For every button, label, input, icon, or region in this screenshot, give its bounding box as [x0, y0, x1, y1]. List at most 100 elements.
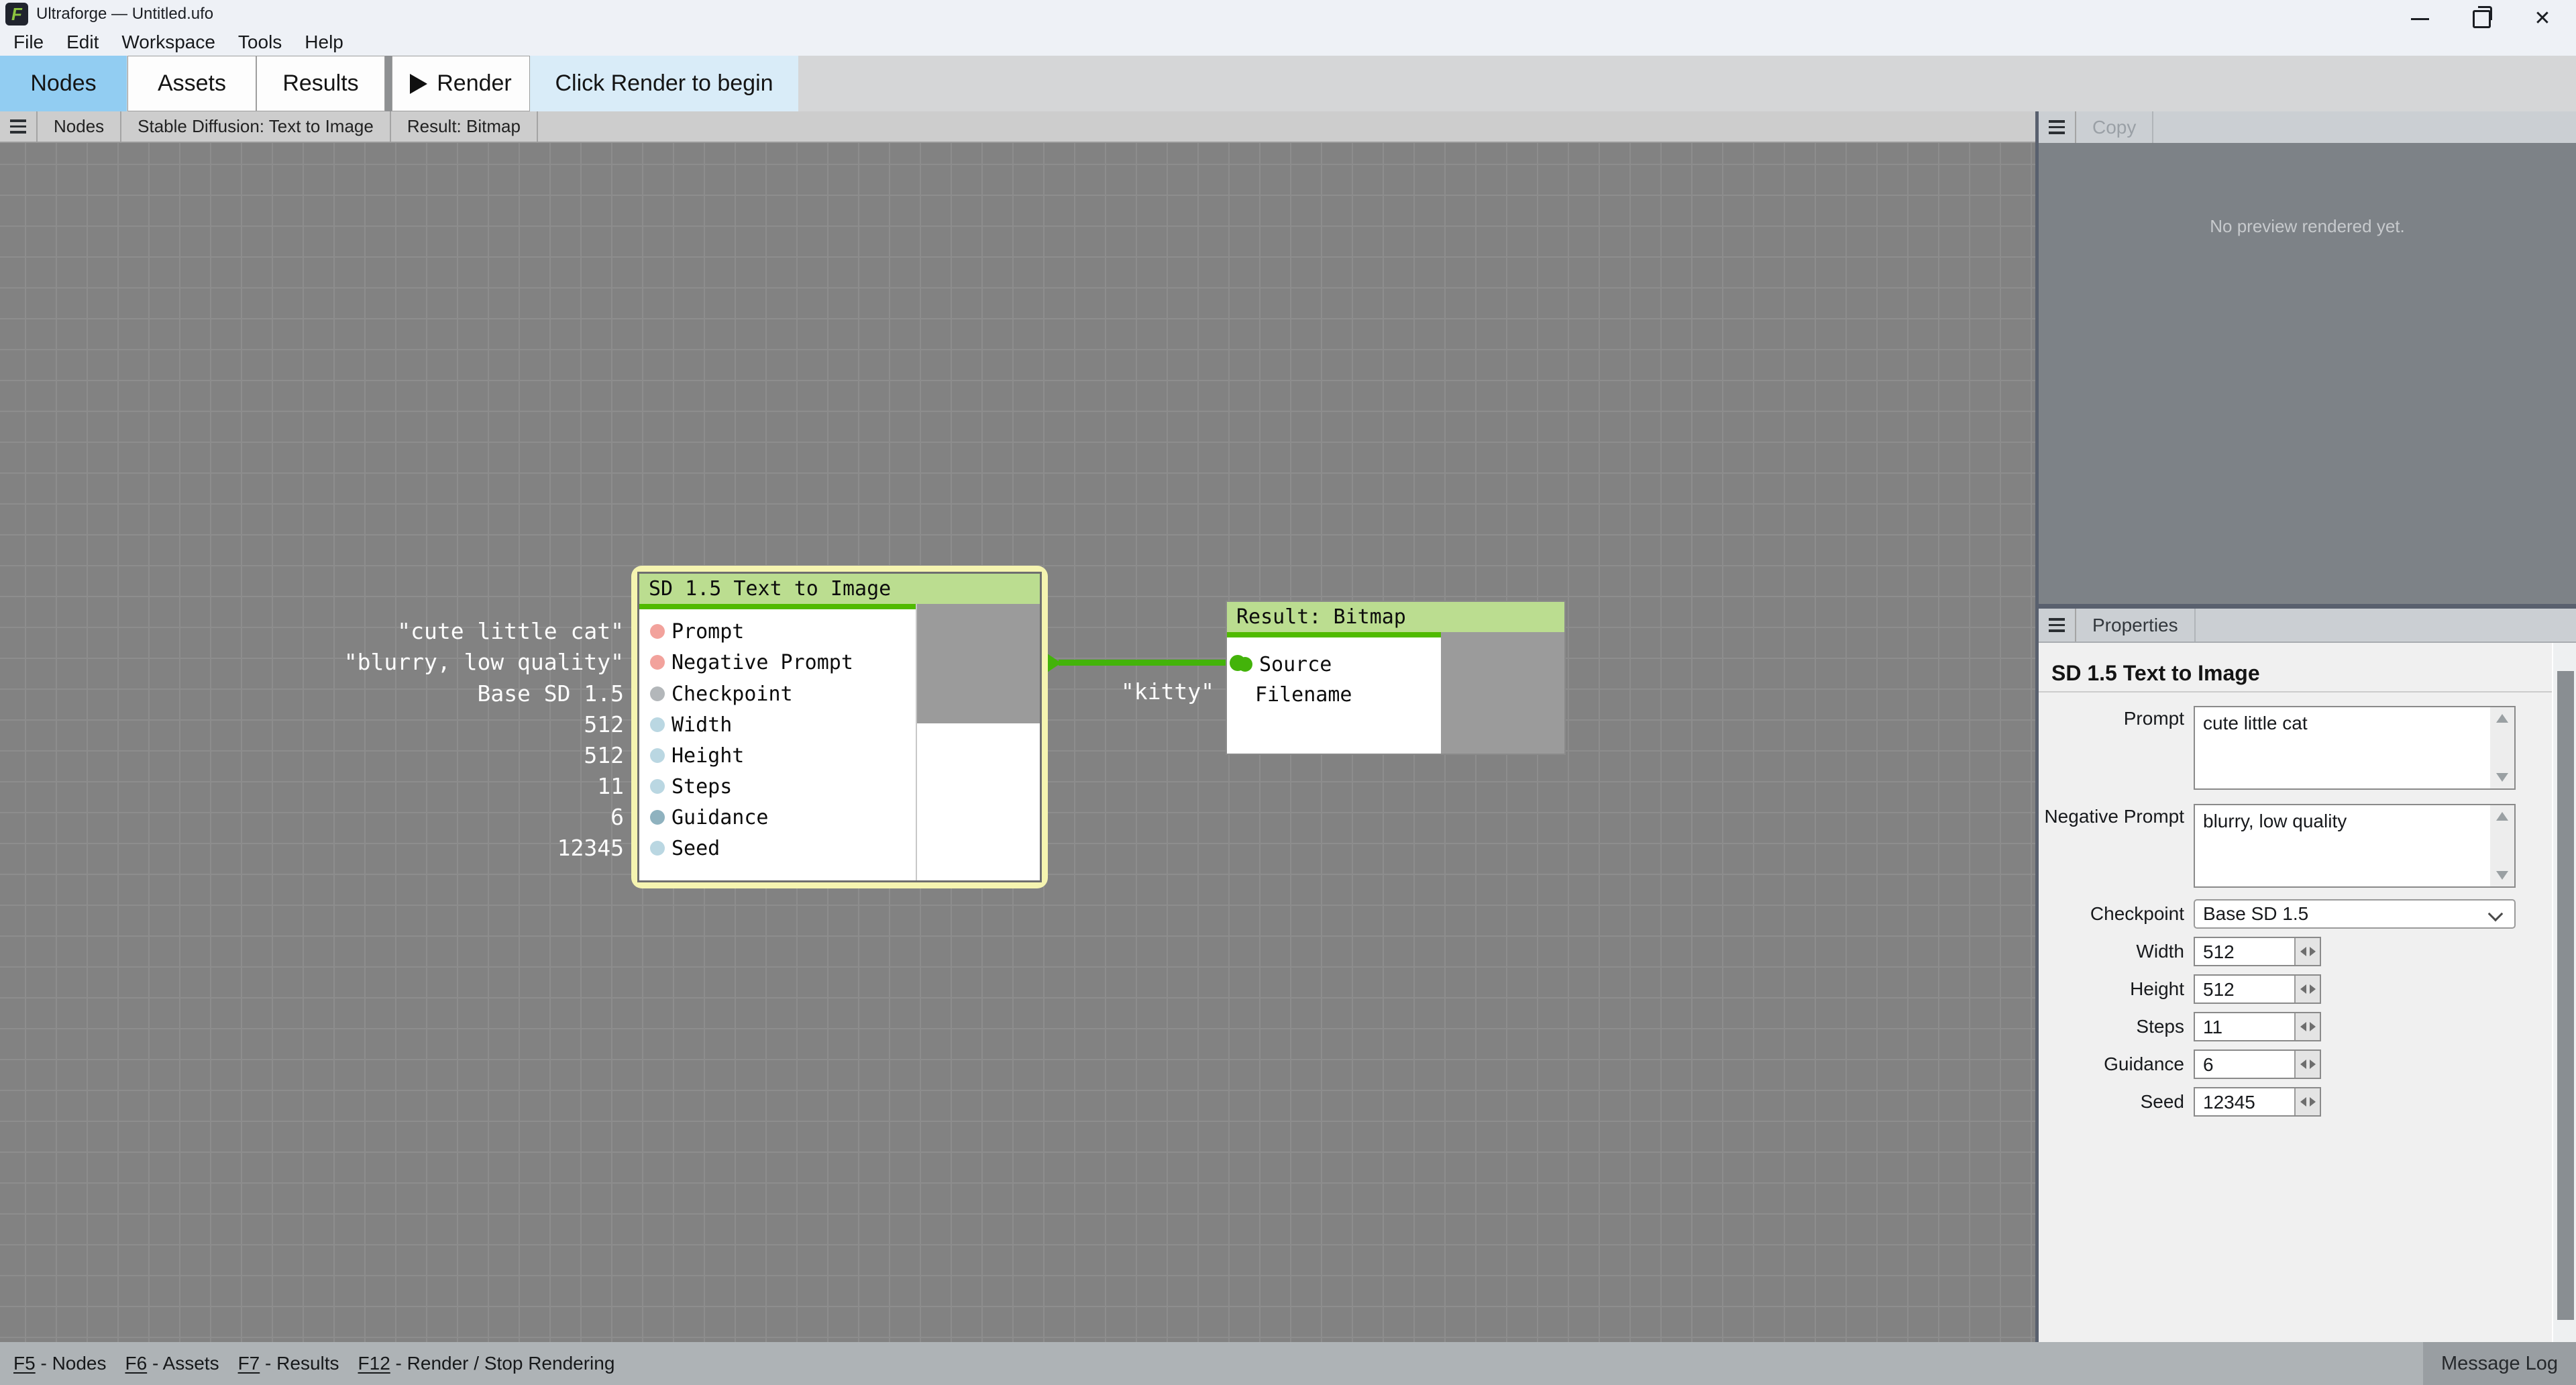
- spin-right-icon[interactable]: [2309, 1022, 2316, 1031]
- pin-label: Source: [1259, 652, 1332, 676]
- spin-left-icon[interactable]: [2300, 1060, 2306, 1069]
- seed-label: Seed: [2140, 1091, 2184, 1112]
- render-button[interactable]: Render: [392, 56, 530, 111]
- properties-title: Properties: [2076, 609, 2196, 642]
- tab-assets[interactable]: Assets: [127, 56, 256, 111]
- restore-button[interactable]: [2451, 0, 2512, 38]
- spin-right-icon[interactable]: [2309, 1060, 2316, 1069]
- menu-item-help[interactable]: Help: [305, 32, 343, 52]
- close-button[interactable]: ✕: [2512, 0, 2573, 38]
- chevron-down-icon: [2487, 906, 2504, 922]
- tab-results[interactable]: Results: [256, 56, 385, 111]
- pin-row: Filename: [1227, 679, 1352, 710]
- minimize-button[interactable]: [2389, 0, 2451, 38]
- spinner-buttons[interactable]: [2294, 1088, 2320, 1115]
- pin-dot-steps[interactable]: [650, 779, 665, 794]
- message-log-button[interactable]: Message Log: [2423, 1342, 2576, 1385]
- scroll-down-icon[interactable]: [2496, 773, 2508, 782]
- pin-row: Prompt: [639, 616, 744, 647]
- menubar: File Edit Workspace Tools Help: [0, 28, 2576, 56]
- menu-item-workspace[interactable]: Workspace: [121, 32, 215, 52]
- tab-nodes[interactable]: Nodes: [0, 56, 127, 111]
- tab-separator: [385, 56, 392, 111]
- pin-dot-height[interactable]: [650, 748, 665, 763]
- pin-row: Steps: [639, 771, 732, 802]
- shortcut-f5: F5 - Nodes: [13, 1353, 107, 1374]
- panel-divider[interactable]: [2035, 111, 2039, 1342]
- guidance-stepper[interactable]: [2194, 1049, 2321, 1079]
- scroll-up-icon[interactable]: [2496, 812, 2508, 821]
- canvas-value-filename: "kitty": [1120, 678, 1214, 705]
- width-stepper[interactable]: [2194, 937, 2321, 966]
- spinner-buttons[interactable]: [2294, 1013, 2320, 1040]
- width-input[interactable]: [2195, 938, 2304, 966]
- copy-button[interactable]: Copy: [2076, 111, 2154, 143]
- spinner-buttons[interactable]: [2294, 1051, 2320, 1078]
- pin-row: Guidance: [639, 802, 769, 833]
- canvas-tab-result-bitmap[interactable]: Result: Bitmap: [391, 111, 538, 142]
- prompt-scrollbar[interactable]: [2490, 707, 2514, 788]
- pin-dot-seed[interactable]: [650, 841, 665, 856]
- minimize-icon: [2410, 17, 2429, 20]
- guidance-input[interactable]: [2195, 1051, 2304, 1079]
- properties-menu-button[interactable]: [2039, 609, 2076, 642]
- pin-label: Prompt: [672, 619, 745, 644]
- sd-node[interactable]: SD 1.5 Text to Image Prompt Negative Pro…: [631, 566, 1048, 888]
- spin-left-icon[interactable]: [2300, 984, 2306, 994]
- canvas-value-seed: 12345: [557, 835, 624, 861]
- spinner-buttons[interactable]: [2294, 976, 2320, 1003]
- pin-dot-guidance[interactable]: [650, 810, 665, 825]
- pin-label: Height: [672, 743, 745, 768]
- pin-row: Seed: [639, 833, 720, 864]
- menu-item-tools[interactable]: Tools: [237, 32, 282, 52]
- shortcut-f7: F7 - Results: [237, 1353, 339, 1374]
- sd-node-title: SD 1.5 Text to Image: [639, 574, 1040, 604]
- prompt-field[interactable]: [2194, 706, 2516, 790]
- properties-scrollbar-thumb[interactable]: [2557, 671, 2574, 1320]
- scroll-down-icon[interactable]: [2496, 871, 2508, 880]
- preview-empty-message: No preview rendered yet.: [2210, 216, 2405, 236]
- spinner-buttons[interactable]: [2294, 938, 2320, 965]
- pin-label: Steps: [672, 774, 733, 799]
- steps-input[interactable]: [2195, 1013, 2304, 1041]
- height-input[interactable]: [2195, 976, 2304, 1004]
- canvas-value-guidance: 6: [610, 804, 624, 830]
- pin-dot-width[interactable]: [650, 717, 665, 732]
- pin-dot-checkpoint[interactable]: [650, 686, 665, 701]
- width-label: Width: [2136, 941, 2184, 962]
- spin-right-icon[interactable]: [2309, 1097, 2316, 1107]
- prompt-label: Prompt: [2123, 708, 2184, 729]
- height-stepper[interactable]: [2194, 974, 2321, 1004]
- properties-divider[interactable]: [2035, 604, 2576, 609]
- canvas-menu-button[interactable]: [0, 111, 38, 142]
- canvas-tab-stable-diffusion[interactable]: Stable Diffusion: Text to Image: [121, 111, 391, 142]
- spin-left-icon[interactable]: [2300, 947, 2306, 956]
- negative-prompt-field[interactable]: [2194, 804, 2516, 888]
- hamburger-icon: [2049, 618, 2065, 621]
- pin-dot-prompt[interactable]: [650, 624, 665, 639]
- steps-stepper[interactable]: [2194, 1012, 2321, 1041]
- menu-item-edit[interactable]: Edit: [66, 32, 99, 52]
- node-canvas[interactable]: "cute little cat" "blurry, low quality" …: [0, 143, 2035, 1342]
- seed-input[interactable]: [2195, 1088, 2304, 1117]
- preview-menu-button[interactable]: [2039, 111, 2076, 143]
- canvas-tab-nodes[interactable]: Nodes: [38, 111, 122, 142]
- render-status-banner: Click Render to begin: [530, 56, 798, 111]
- seed-stepper[interactable]: [2194, 1087, 2321, 1117]
- spin-left-icon[interactable]: [2300, 1022, 2306, 1031]
- checkpoint-label: Checkpoint: [2090, 903, 2184, 924]
- source-pin-dot[interactable]: [1230, 655, 1246, 671]
- checkpoint-select[interactable]: Base SD 1.5: [2194, 899, 2516, 929]
- result-node[interactable]: Result: Bitmap Source Filename: [1226, 601, 1566, 755]
- spin-left-icon[interactable]: [2300, 1097, 2306, 1107]
- spin-right-icon[interactable]: [2309, 947, 2316, 956]
- menu-item-file[interactable]: File: [13, 32, 44, 52]
- negative-prompt-scrollbar[interactable]: [2490, 805, 2514, 886]
- spin-right-icon[interactable]: [2309, 984, 2316, 994]
- scroll-up-icon[interactable]: [2496, 714, 2508, 723]
- properties-toolbar: Properties: [2039, 609, 2576, 643]
- pin-dot-negative-prompt[interactable]: [650, 655, 665, 670]
- sd-node-accent-bar: [639, 604, 916, 609]
- window-title: Ultraforge — Untitled.ufo: [36, 5, 214, 23]
- canvas-toolbar: Nodes Stable Diffusion: Text to Image Re…: [0, 111, 2035, 143]
